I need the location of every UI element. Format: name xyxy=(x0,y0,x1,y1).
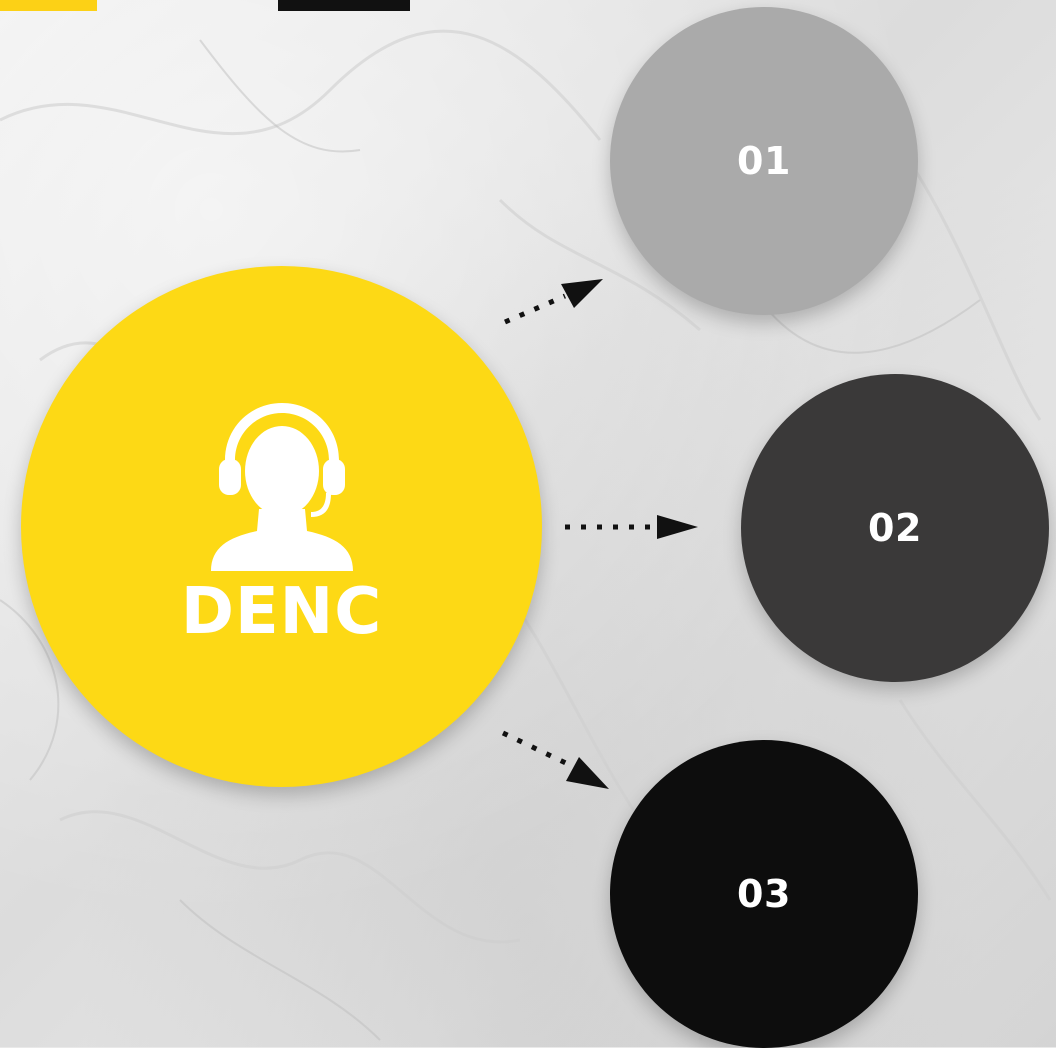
accent-bar-yellow xyxy=(0,0,97,11)
node-02: 02 xyxy=(741,374,1049,682)
node-03: 03 xyxy=(610,740,918,1048)
node-03-label: 03 xyxy=(737,872,791,916)
node-01-label: 01 xyxy=(737,139,791,183)
customer-support-agent-icon xyxy=(210,402,353,571)
node-02-label: 02 xyxy=(868,506,922,550)
center-node: DENC xyxy=(21,266,542,787)
center-node-label: DENC xyxy=(180,574,383,649)
accent-bar-black xyxy=(278,0,410,11)
node-01: 01 xyxy=(610,7,918,315)
